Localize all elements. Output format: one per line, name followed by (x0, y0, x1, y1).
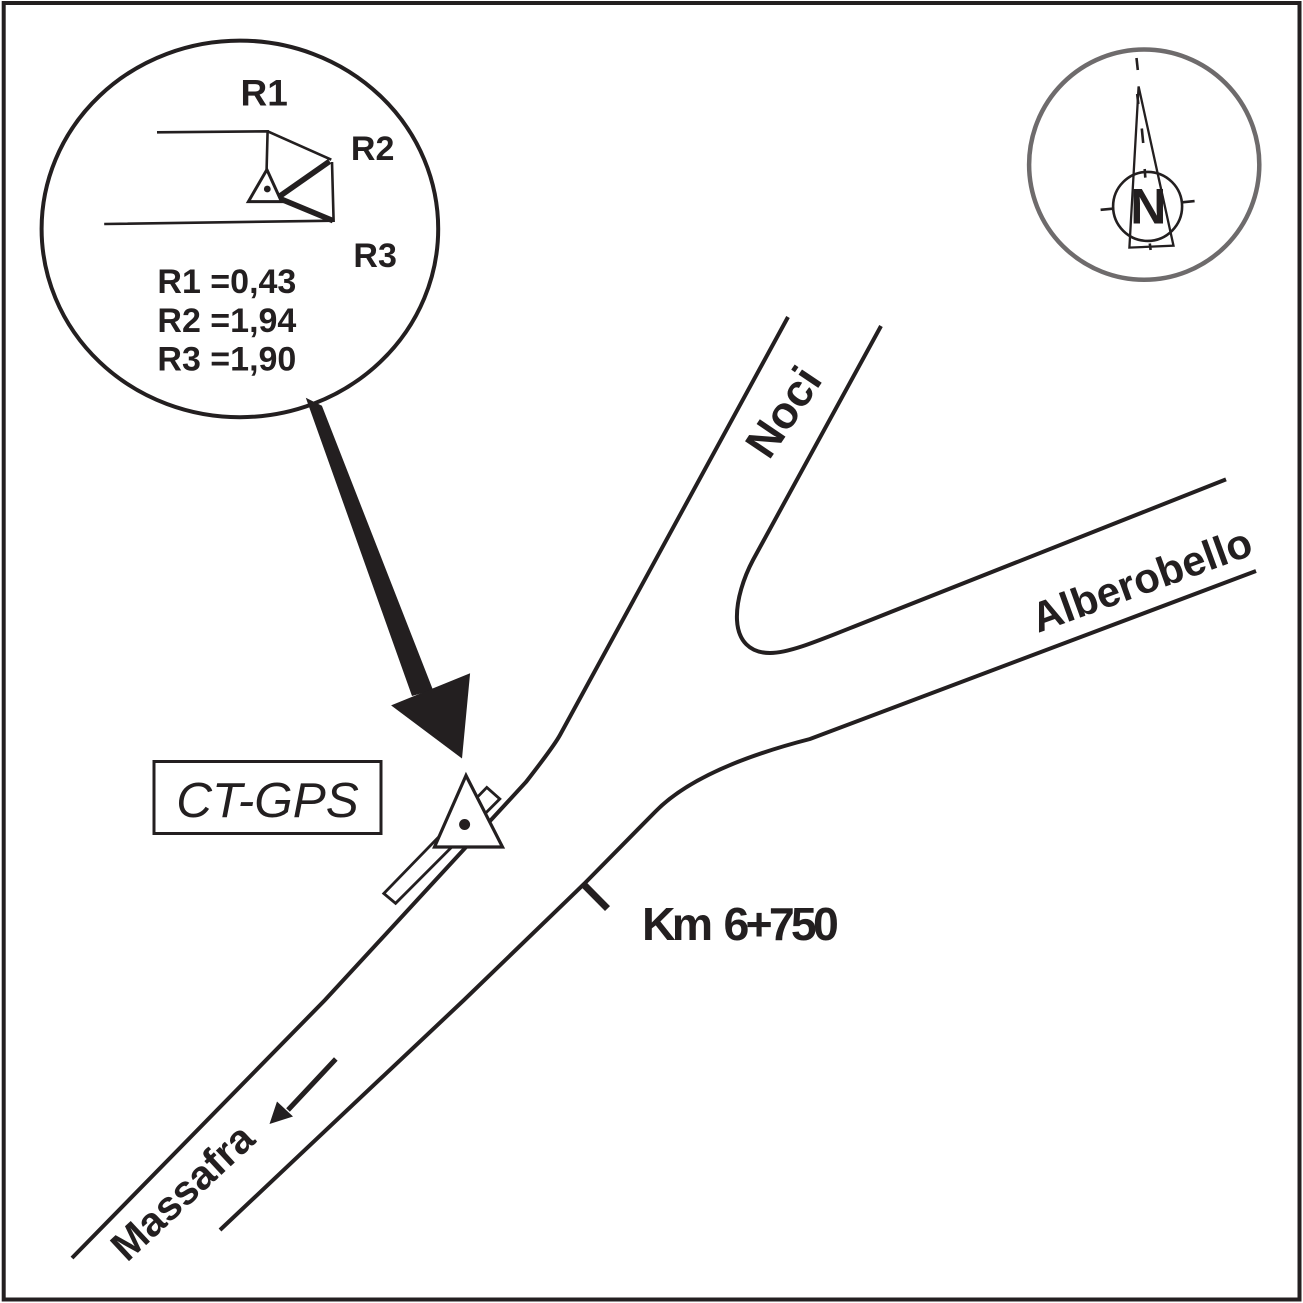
svg-text:R3 =1,90: R3 =1,90 (157, 341, 296, 379)
svg-text:R1: R1 (241, 73, 288, 114)
svg-text:N: N (1130, 179, 1166, 235)
svg-text:CT-GPS: CT-GPS (176, 773, 358, 828)
svg-text:Km 6+750: Km 6+750 (642, 898, 837, 950)
svg-text:R2 =1,94: R2 =1,94 (157, 302, 296, 340)
svg-text:R2: R2 (351, 130, 394, 168)
svg-text:R1 =0,43: R1 =0,43 (157, 263, 296, 301)
svg-text:R3: R3 (353, 237, 396, 275)
